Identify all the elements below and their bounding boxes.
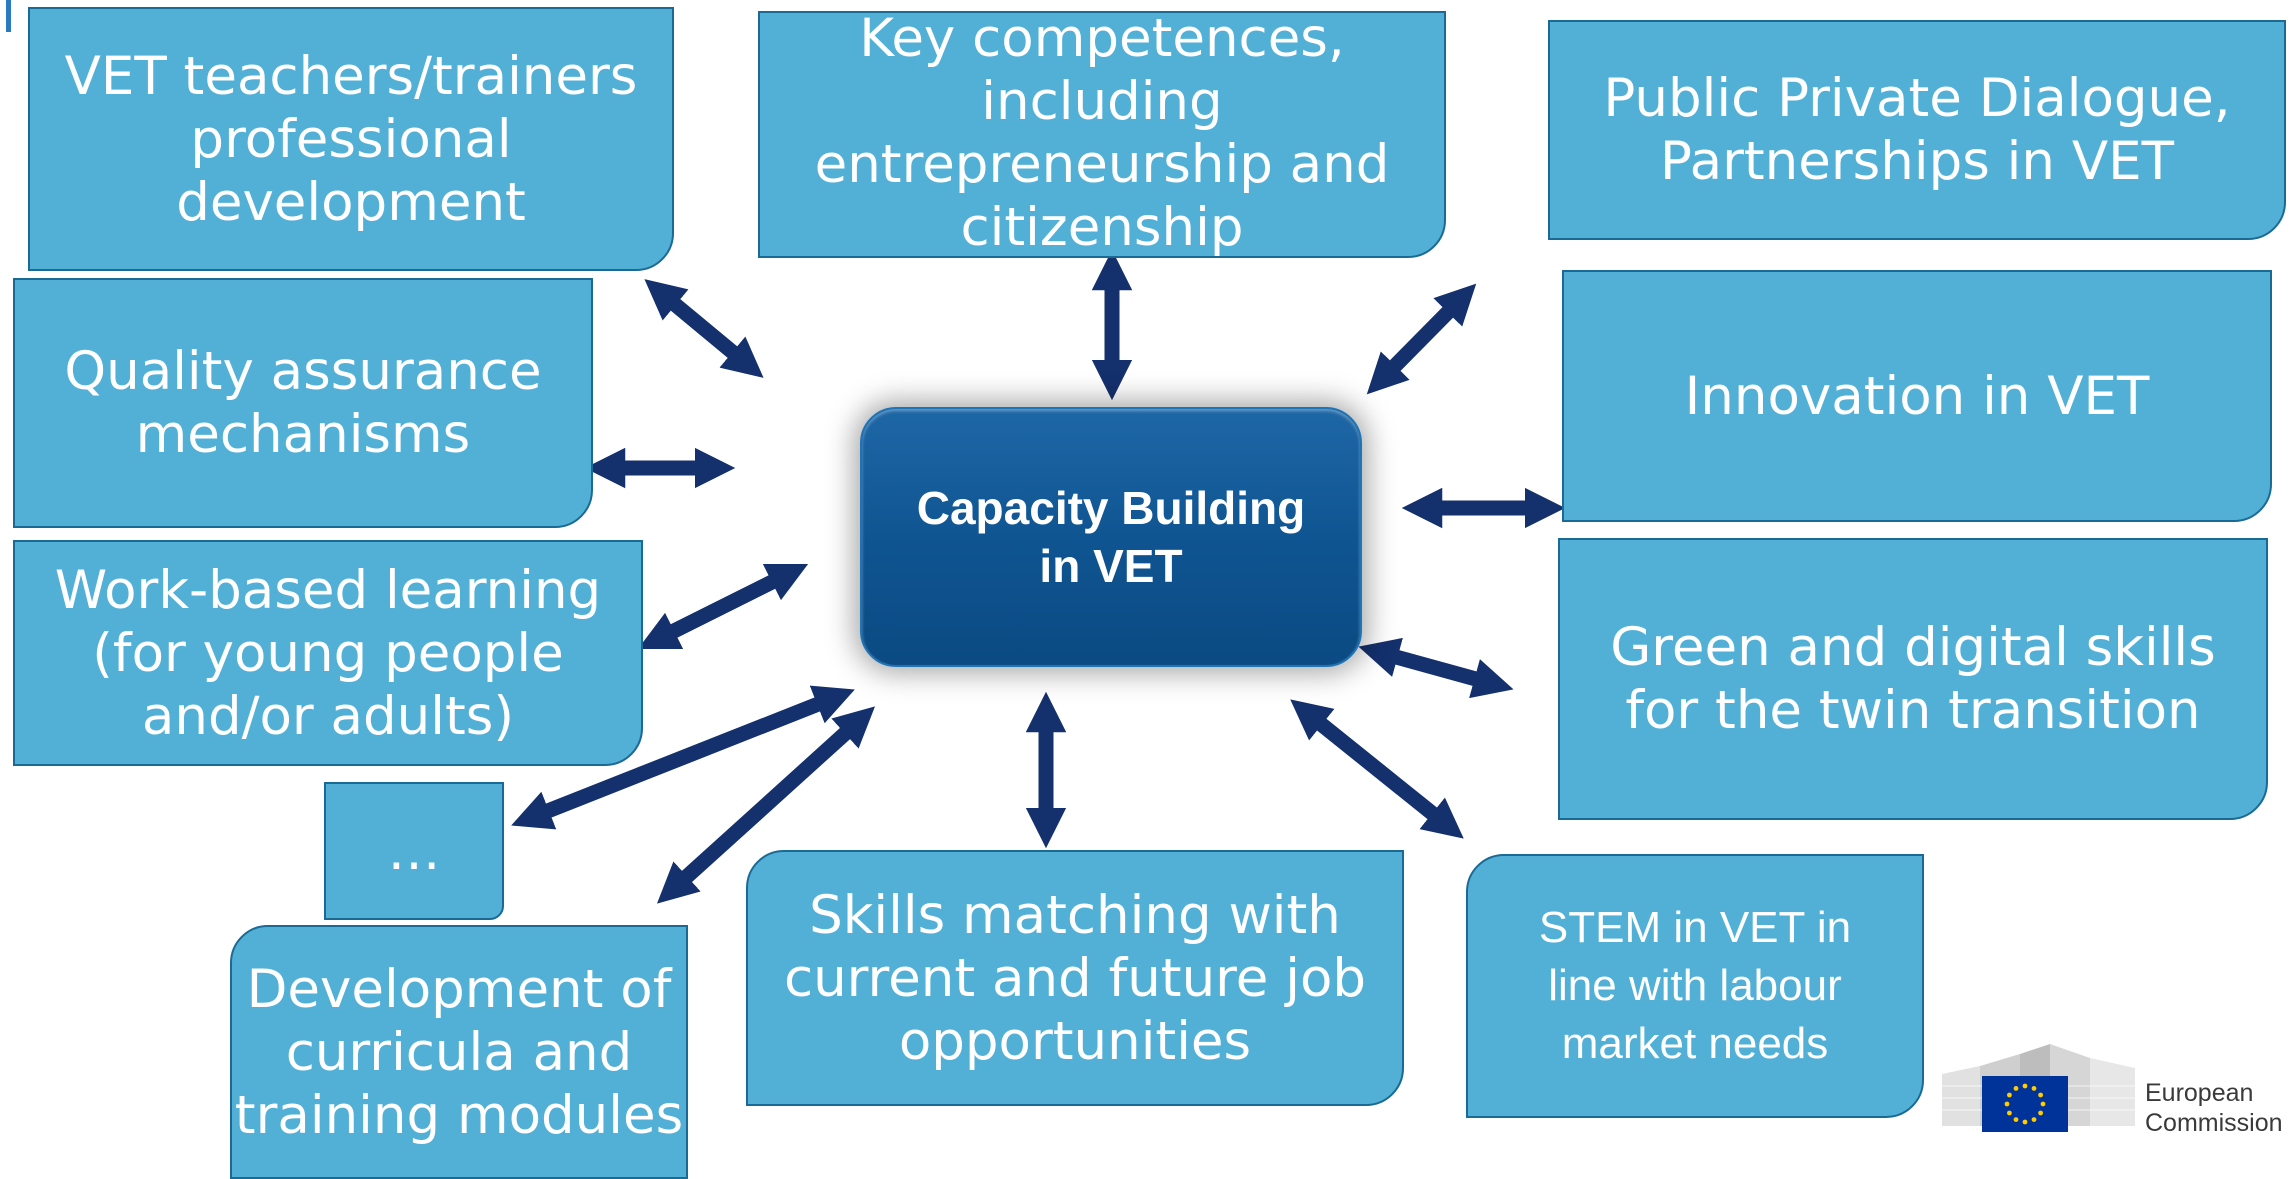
topic-curricula-label: Development of curricula and training mo… [234,958,684,1146]
topic-green-digital: Green and digital skills for the twin tr… [1558,538,2268,820]
topic-quality-assurance: Quality assurance mechanisms [13,278,593,528]
topic-innovation: Innovation in VET [1562,270,2272,522]
slide-edge-mark [6,0,11,32]
topic-innovation-label: Innovation in VET [1684,365,2150,427]
arrow-teachers [644,279,764,378]
topic-key-competences: Key competences, including entrepreneurs… [758,8,1446,258]
topic-vet-teachers-label: VET teachers/trainers professional devel… [64,45,638,233]
arrow-curricula [656,706,876,904]
arrow-stem [1290,699,1464,839]
topic-skills-matching-label: Skills matching with current and future … [783,884,1367,1072]
eu-stars-icon [2004,1083,2046,1125]
arrow-green-digital [1358,637,1514,699]
topic-vet-teachers: VET teachers/trainers professional devel… [28,7,674,271]
topic-key-competences-label: Key competences, including entrepreneurs… [814,8,1390,258]
central-node: Capacity Building in VET [860,407,1362,667]
topic-ellipsis-label: … [387,820,441,882]
topic-ellipsis: … [324,782,504,920]
arrow-public-private [1366,283,1477,395]
topic-green-digital-label: Green and digital skills for the twin tr… [1610,617,2216,741]
arrow-work-based [637,563,809,650]
topic-stem-label: STEM in VET in line with labour market n… [1538,903,1852,1068]
european-commission-wordmark: European Commission [2145,1079,2283,1137]
topic-curricula: Development of curricula and training mo… [230,925,688,1179]
european-commission-logo [1942,1044,2135,1132]
topic-public-private-label: Public Private Dialogue, Partnerships in… [1603,68,2231,192]
central-node-label: Capacity Building in VET [916,482,1306,592]
topic-stem: STEM in VET in line with labour market n… [1466,854,1924,1118]
topic-work-based-learning: Work-based learning (for young people an… [13,540,643,766]
topic-skills-matching: Skills matching with current and future … [746,850,1404,1106]
topic-work-based-label: Work-based learning (for young people an… [54,559,602,747]
topic-public-private-dialogue: Public Private Dialogue, Partnerships in… [1548,20,2286,240]
topic-quality-assurance-label: Quality assurance mechanisms [64,341,542,465]
